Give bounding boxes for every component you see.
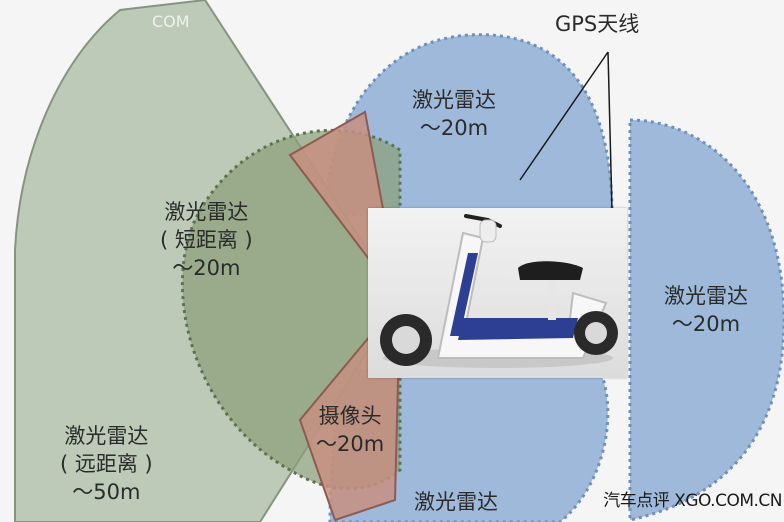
label-line: ～20m xyxy=(419,116,489,140)
right-lidar-label: 激光雷达 ～20m xyxy=(664,282,748,338)
scooter-image xyxy=(368,208,627,378)
bottom-lidar-label: 激光雷达 xyxy=(414,488,498,516)
label-line: ( 短距离 ) xyxy=(160,228,253,252)
scooter-illustration xyxy=(380,214,618,368)
gps-pointer-line xyxy=(607,51,613,211)
label-line: 激光雷达 xyxy=(64,424,149,448)
label-line: ( 远距离 ) xyxy=(60,452,153,476)
label-line: 激光雷达 xyxy=(412,88,496,112)
gps-antenna-label: GPS天线 xyxy=(555,10,639,38)
label-line: 激光雷达 xyxy=(664,284,748,308)
long-range-lidar-label: 激光雷达 ( 远距离 ) ～50m xyxy=(60,422,153,506)
gps-pointer-line xyxy=(519,51,609,181)
source-credit: 汽车点评 XGO.COM.CN xyxy=(603,491,782,511)
label-line: 摄像头 xyxy=(318,404,382,428)
camera-label: 摄像头 ～20m xyxy=(316,402,384,458)
label-line: ～50m xyxy=(72,480,141,504)
short-range-lidar-label: 激光雷达 ( 短距离 ) ～20m xyxy=(160,198,253,282)
top-lidar-label: 激光雷达 ～20m xyxy=(412,86,496,142)
watermark: COM xyxy=(152,12,190,31)
label-line: 激光雷达 xyxy=(164,200,249,224)
gps-antenna-text: GPS天线 xyxy=(555,12,640,36)
label-line: ～20m xyxy=(671,312,741,336)
label-line: ～20m xyxy=(172,256,241,280)
label-line: 激光雷达 xyxy=(414,490,498,514)
label-line: ～20m xyxy=(316,432,385,456)
